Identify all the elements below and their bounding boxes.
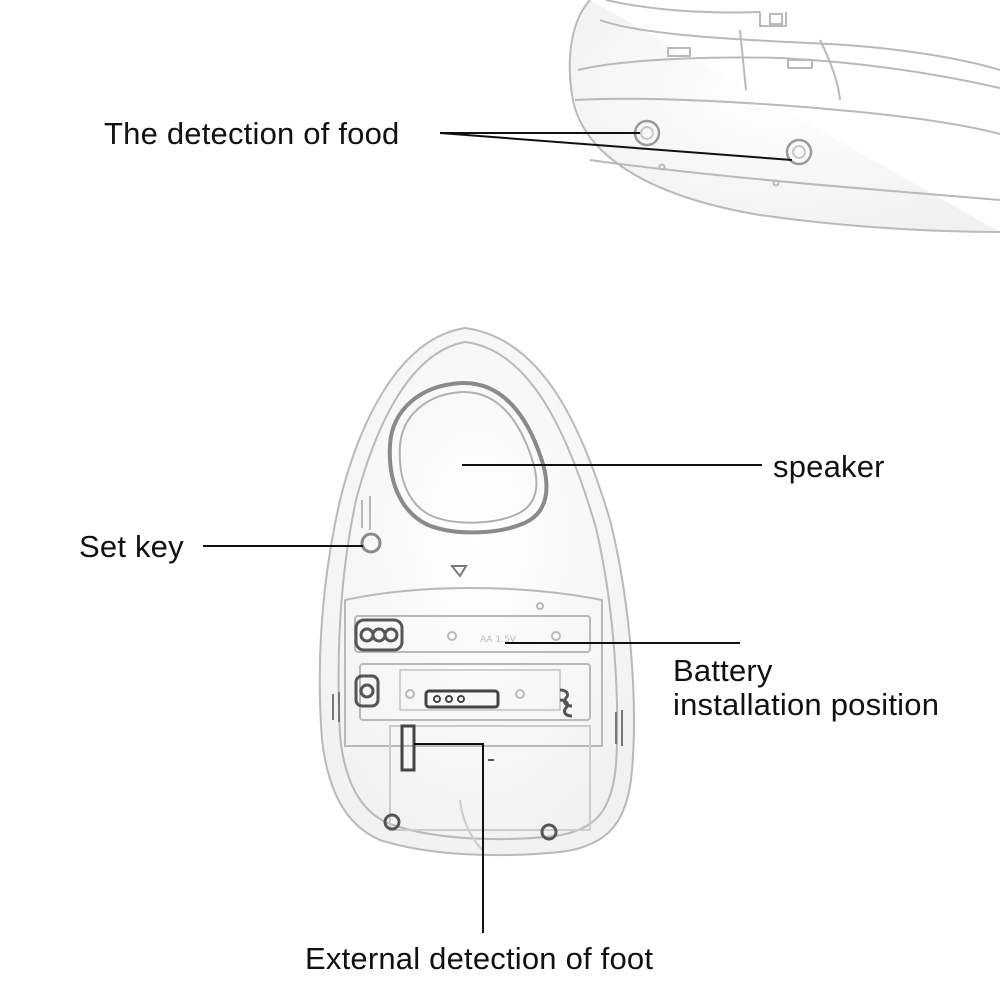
label-food-detection: The detection of food (104, 116, 400, 151)
leader-food-2 (439, 132, 793, 161)
set-key-slot (361, 496, 371, 530)
contact-plate (424, 689, 500, 709)
label-speaker: speaker (773, 449, 885, 484)
label-foot-detection: External detection of foot (305, 941, 654, 976)
foot-sensor-port (400, 724, 416, 772)
set-key-button (360, 532, 382, 554)
battery-spring-icons (354, 618, 573, 718)
leader-lines (203, 132, 793, 933)
label-battery-line1: Battery (673, 653, 773, 688)
speaker-grille-inner (398, 390, 538, 524)
food-tray-illustration (568, 0, 1000, 233)
label-battery-line2: installation position (673, 687, 940, 722)
label-battery-installation: Battery installation position (673, 654, 939, 722)
label-set-key: Set key (79, 529, 184, 564)
leader-foot (414, 743, 484, 933)
svg-text:AA 1.5V: AA 1.5V (480, 635, 517, 645)
speaker-grille-outer (387, 380, 549, 535)
teardrop-device-illustration: AA 1.5V (318, 326, 635, 857)
